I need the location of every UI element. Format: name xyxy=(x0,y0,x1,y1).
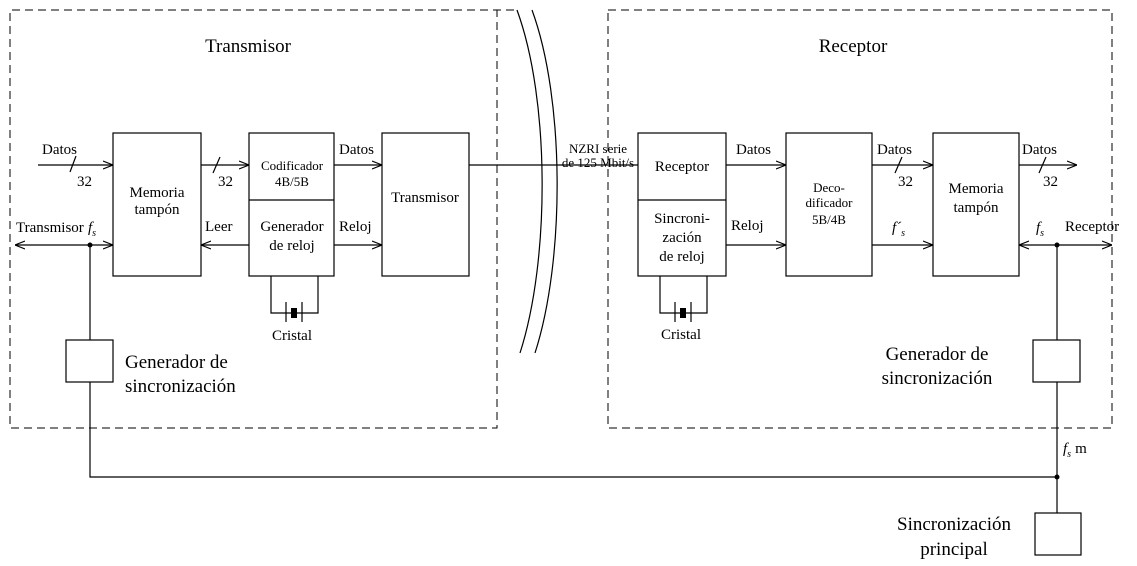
transmitter-frame xyxy=(9,9,514,429)
rx-buffer-data-label: Datos xyxy=(877,142,912,158)
rx-data-out-slash xyxy=(1038,156,1047,174)
rx-buffer-data-slash xyxy=(894,156,903,174)
rx-fs-label: fs xyxy=(1036,220,1044,239)
rx-receiver-label: Receptor xyxy=(655,159,709,175)
link-label-2: de 125 Mbit/s xyxy=(562,155,634,170)
tx-encoder-label-1: Codificador xyxy=(261,158,324,173)
rx-crystal-label: Cristal xyxy=(661,327,701,343)
channel-break-left xyxy=(516,9,543,354)
tx-transmitter-block xyxy=(381,132,470,277)
tx-buffer-block xyxy=(112,132,202,277)
rx-decoder-block xyxy=(785,132,873,277)
tx-read-label: Leer xyxy=(205,219,232,235)
master-sync-line xyxy=(89,382,1057,478)
master-sync-block xyxy=(1034,512,1082,556)
rx-sync-generator-label-1: Generador de xyxy=(886,344,989,365)
tx-data-in-slash xyxy=(69,155,77,173)
tx-external-label: Transmisor xyxy=(16,220,84,236)
rx-data-out-width: 32 xyxy=(1043,174,1058,190)
tx-bus-width: 32 xyxy=(218,174,233,190)
tx-clockgen-label-2: de reloj xyxy=(269,238,314,254)
rx-sync-label-1: Sincroni- xyxy=(654,211,710,227)
master-junction-node xyxy=(1054,474,1060,480)
tx-bus-slash xyxy=(212,156,221,174)
rx-sync-label-2: zación xyxy=(662,230,702,246)
tx-buffer-label-2: tampón xyxy=(135,202,180,218)
rx-external-label: Receptor xyxy=(1065,219,1119,235)
rx-buffer-label-2: tampón xyxy=(954,200,999,216)
rx-sync-generator-block xyxy=(1032,339,1081,383)
tx-clock-label: Reloj xyxy=(339,219,372,235)
tx-crystal-label: Cristal xyxy=(272,328,312,344)
tx-encoder-block xyxy=(248,132,335,277)
tx-crystal-wire xyxy=(270,276,319,314)
tx-encoder-label-2: 4B/5B xyxy=(275,174,309,189)
transmitter-title: Transmisor xyxy=(205,36,292,57)
rx-data-label: Datos xyxy=(736,142,771,158)
tx-transmitter-label: Transmisor xyxy=(391,190,459,206)
tx-sync-generator-label-1: Generador de xyxy=(125,352,228,373)
master-sync-label-2: principal xyxy=(920,539,988,560)
master-sync-label-1: Sincronización xyxy=(897,514,1011,535)
tx-sync-generator-block xyxy=(65,339,114,383)
tx-crystal-icon xyxy=(291,308,297,318)
rx-sync-label-3: de reloj xyxy=(659,249,704,265)
rx-buffer-data-width: 32 xyxy=(898,174,913,190)
rx-decoder-label-2: dificador xyxy=(806,195,854,210)
tx-data-in-label: Datos xyxy=(42,142,77,158)
tx-data-in-width: 32 xyxy=(77,174,92,190)
rx-crystal-wire xyxy=(659,276,708,314)
rx-receiver-block xyxy=(637,132,727,277)
receiver-frame xyxy=(607,9,1113,429)
tx-sync-generator-label-2: sincronización xyxy=(125,376,236,397)
tx-fs-label: fs xyxy=(88,220,96,239)
rx-clock-label: Reloj xyxy=(731,218,764,234)
rx-buffer-label-1: Memoria xyxy=(949,181,1004,197)
receiver-title: Receptor xyxy=(819,36,888,57)
tx-buffer-label-1: Memoria xyxy=(130,185,185,201)
rx-fs-prime-label: f´s xyxy=(892,220,905,239)
rx-buffer-block xyxy=(932,132,1020,277)
rx-decoder-label-3: 5B/4B xyxy=(812,212,846,227)
channel-break-right xyxy=(531,9,558,354)
rx-decoder-label-1: Deco- xyxy=(813,180,845,195)
tx-clockgen-label-1: Generador xyxy=(260,219,323,235)
link-label-1: NZRI serie xyxy=(569,141,627,156)
rx-sync-generator-label-2: sincronización xyxy=(882,368,993,389)
rx-data-out-label: Datos xyxy=(1022,142,1057,158)
rx-crystal-icon xyxy=(680,308,686,318)
tx-data-out-label: Datos xyxy=(339,142,374,158)
